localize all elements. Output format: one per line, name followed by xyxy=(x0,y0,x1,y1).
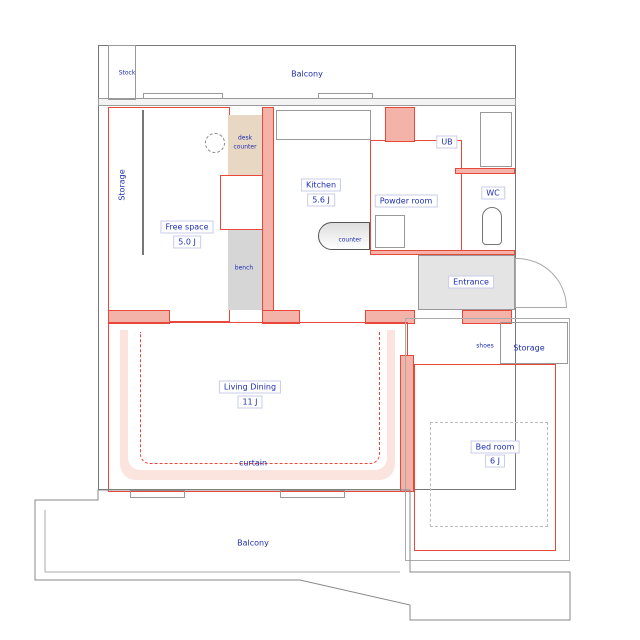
kitchen-label: Kitchen xyxy=(300,178,342,192)
island-counter xyxy=(318,222,370,250)
wall xyxy=(108,310,170,324)
bench xyxy=(228,230,262,310)
toilet xyxy=(482,207,502,245)
desk-label: desk xyxy=(237,134,253,142)
bedroom-outer-wall xyxy=(405,318,570,561)
storage-left-label: Storage xyxy=(117,169,127,201)
desk-counter-label: counter xyxy=(233,143,257,151)
curtain-label: curtain xyxy=(238,458,268,468)
kitchen-size: 5.6 J xyxy=(307,193,335,207)
bed-room-label: Bed room xyxy=(470,440,520,454)
desk-counter xyxy=(228,115,262,175)
powder-room-label: Powder room xyxy=(374,194,438,208)
balcony-bottom-label: Balcony xyxy=(237,538,269,548)
shoes-label: shoes xyxy=(476,342,494,350)
balcony-top-label: Balcony xyxy=(291,69,323,79)
bench-label: bench xyxy=(234,264,254,272)
wc-label: WC xyxy=(481,186,505,200)
free-space-label: Free space xyxy=(160,220,214,234)
wall xyxy=(262,310,300,324)
storage-door-line xyxy=(142,110,144,255)
window xyxy=(318,93,373,99)
bed-room xyxy=(414,364,556,551)
free-space-size: 5.0 J xyxy=(173,235,201,249)
wall xyxy=(385,107,415,142)
kitchen-counter xyxy=(276,110,371,140)
stock-label: Stock xyxy=(118,69,136,77)
rug-outline xyxy=(140,332,380,464)
bed-room-size: 6 J xyxy=(485,454,505,468)
wall xyxy=(400,355,414,492)
bathtub xyxy=(480,112,512,167)
counter-label: counter xyxy=(338,236,362,244)
living-dining-size: 11 J xyxy=(237,395,263,409)
wall xyxy=(370,250,515,255)
storage-right-label: Storage xyxy=(513,343,545,353)
wall xyxy=(462,310,512,324)
entrance-label: Entrance xyxy=(448,275,494,289)
wall xyxy=(455,168,515,174)
stock-closet xyxy=(108,45,136,100)
living-dining-label: Living Dining xyxy=(218,380,282,394)
wall xyxy=(365,310,415,324)
storage-closet xyxy=(500,322,568,364)
balcony-wall xyxy=(98,98,516,106)
ub-label: UB xyxy=(436,135,458,149)
sink xyxy=(375,215,405,248)
wall-pillar xyxy=(220,175,265,230)
window xyxy=(143,93,223,99)
pendant-light xyxy=(205,133,225,153)
bed-outline xyxy=(430,422,548,527)
